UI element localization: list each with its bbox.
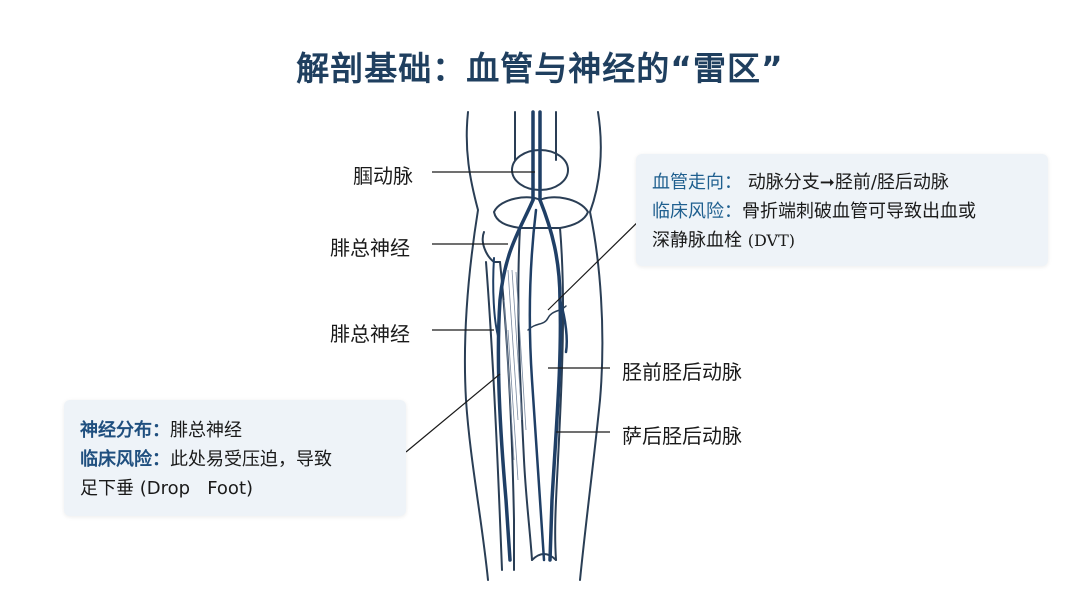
nerve-callout-value-2: 此处易受压迫，导致 xyxy=(170,449,332,470)
vessel-callout-key-2: 临床风险： xyxy=(652,201,742,222)
label-popliteal-artery: 腘动脉 xyxy=(353,164,413,188)
nerve-callout-value-1: 腓总神经 xyxy=(170,420,242,441)
label-saphenous: 萨后胫后动脉 xyxy=(622,424,742,448)
vessel-callout: 血管走向： 动脉分支➞胫前/胫后动脉 临床风险：骨折端刺破血管可导致出血或 深静… xyxy=(636,154,1048,266)
peroneal-branch xyxy=(528,208,546,562)
label-common-peroneal-nerve-2: 腓总神经 xyxy=(330,322,410,346)
fibula-head xyxy=(481,231,501,263)
label-common-peroneal-nerve-1: 腓总神经 xyxy=(330,236,410,260)
calf-vessel xyxy=(558,298,568,354)
anterior-tibial-artery xyxy=(496,198,535,562)
nerve-callout-key-2: 临床风险： xyxy=(80,449,170,470)
nerve-callout: 神经分布：腓总神经 临床风险：此处易受压迫，导致 足下垂 (Drop Foot) xyxy=(64,400,406,516)
nerve-callout-line-3: 足下垂 (Drop Foot) xyxy=(80,478,254,499)
leader-nerve-callout xyxy=(405,373,501,453)
nerve-callout-line-2: 临床风险：此处易受压迫，导致 xyxy=(80,445,406,474)
leader-vessel-callout xyxy=(547,211,649,311)
fibular-nerve xyxy=(492,257,499,337)
fibula-left xyxy=(485,261,503,571)
tibia-right xyxy=(554,227,565,561)
label-tibial-arteries: 胫前胫后动脉 xyxy=(622,360,742,384)
tibia-left xyxy=(517,227,533,561)
vessel-callout-key-1: 血管走向： xyxy=(652,172,742,193)
leg-outline-right xyxy=(579,111,604,581)
tibial-plateau xyxy=(493,196,589,229)
vessel-callout-line-1: 血管走向： 动脉分支➞胫前/胫后动脉 xyxy=(652,168,1048,197)
vessel-callout-value-2: 骨折端刺破血管可导致出血或 xyxy=(742,201,976,222)
page-title: 解剖基础：血管与神经的“雷区” xyxy=(296,49,784,88)
vessel-callout-abbr: (DVT) xyxy=(747,231,795,250)
leg-outline-left xyxy=(463,111,489,581)
posterior-tibial-artery xyxy=(538,198,563,562)
vessel-callout-value-1: 动脉分支➞胫前/胫后动脉 xyxy=(747,172,949,193)
vessel-callout-line-3: 深静脉血栓 (DVT) xyxy=(652,226,1048,255)
nerve-callout-line-1: 神经分布：腓总神经 xyxy=(80,416,406,445)
nerve-callout-key-1: 神经分布： xyxy=(80,420,170,441)
vessel-callout-line-2: 临床风险：骨折端刺破血管可导致出血或 xyxy=(652,197,1048,226)
vessel-callout-value-3: 深静脉血栓 xyxy=(652,230,742,251)
